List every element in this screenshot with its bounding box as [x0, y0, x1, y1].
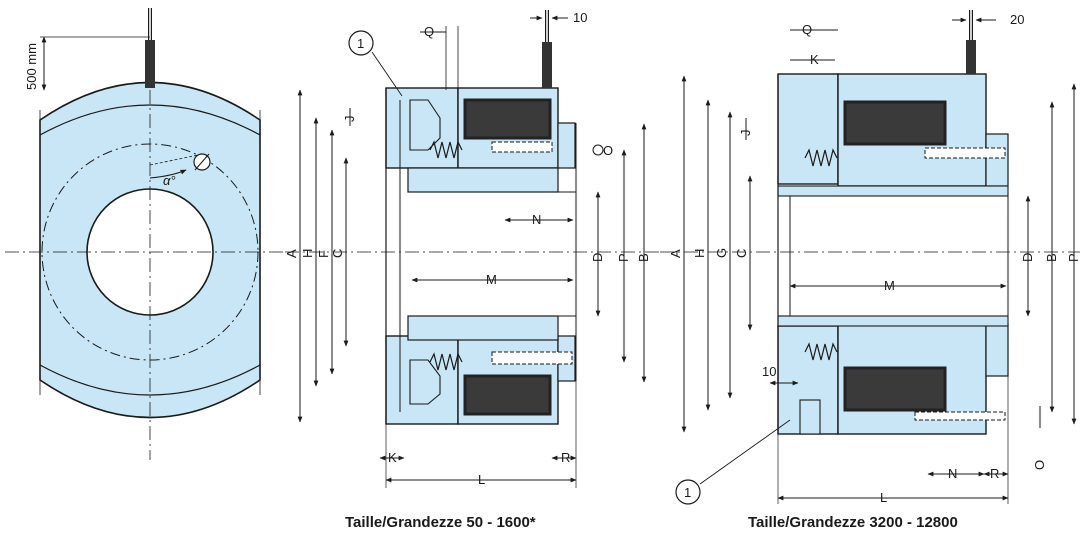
- large-caption: Taille/Grandezze 3200 - 12800: [748, 514, 958, 531]
- small-dim-J: J: [342, 116, 357, 123]
- small-dim-B: B: [636, 253, 651, 262]
- small-dim-O: O: [603, 143, 613, 158]
- large-flange-top: [777, 73, 839, 185]
- front-wire-sleeve: [145, 40, 155, 88]
- small-dim-R: R: [561, 450, 570, 465]
- front-body-inner-arc-bottom: [39, 364, 261, 396]
- small-dim-P: P: [616, 253, 631, 262]
- large-dim-K: K: [810, 52, 819, 67]
- large-dim-M: M: [884, 278, 895, 293]
- small-spring-bottom: [429, 352, 463, 371]
- large-coil-bottom: [843, 366, 947, 412]
- large-dim-P: P: [1066, 253, 1081, 262]
- small-coil-top: [463, 98, 552, 140]
- large-dim-B: B: [1044, 253, 1059, 262]
- large-dim-Q: Q: [802, 22, 812, 37]
- small-wire-offset-label: 10: [573, 10, 587, 25]
- small-dim-Q: Q: [424, 24, 434, 39]
- large-spring-bottom: [804, 342, 838, 361]
- large-dim-L: L: [880, 490, 887, 505]
- small-dim-K: K: [388, 450, 397, 465]
- small-caption: Taille/Grandezze 50 - 1600*: [345, 514, 536, 531]
- large-dim-N: N: [948, 466, 957, 481]
- large-callout-circle: [675, 479, 701, 505]
- angle-label: α°: [163, 173, 176, 188]
- svg-text:1: 1: [357, 36, 364, 51]
- large-dim-R: R: [990, 466, 999, 481]
- large-spring-top: [804, 148, 838, 167]
- small-dim-H: H: [300, 249, 315, 258]
- small-dim-D: D: [590, 253, 605, 262]
- large-flange-label: 10: [762, 364, 776, 379]
- large-coil-top: [843, 100, 947, 146]
- small-hub-top: [407, 167, 559, 193]
- lead-length-label: 500 mm: [24, 43, 39, 90]
- section-view-small: 10 1 Q A H F C J D P B O N M: [284, 10, 660, 531]
- small-dim-F: F: [316, 250, 331, 258]
- large-dim-A: A: [668, 249, 683, 258]
- large-dim-O: O: [1032, 460, 1047, 470]
- large-dim-G: G: [714, 248, 729, 258]
- svg-text:1: 1: [684, 485, 691, 500]
- front-view: 500 mm α°: [5, 8, 285, 460]
- small-dim-M: M: [486, 272, 497, 287]
- small-dim-A: A: [284, 249, 299, 258]
- large-dim-J: J: [738, 130, 753, 137]
- large-dim-C: C: [734, 249, 749, 258]
- large-dim-H: H: [692, 249, 707, 258]
- small-dim-C: C: [330, 249, 345, 258]
- large-dim-D: D: [1020, 253, 1035, 262]
- large-wire-offset-label: 20: [1010, 12, 1024, 27]
- small-dim-L: L: [478, 472, 485, 487]
- small-coil-bottom: [463, 374, 552, 416]
- small-hub-bottom: [407, 315, 559, 341]
- small-spring-top: [429, 140, 463, 159]
- small-callout-circle: [348, 30, 374, 56]
- front-body-inner-arc-top: [39, 104, 261, 136]
- section-view-large: 20 Q K A H G C J D B P M N R L O: [660, 10, 1081, 531]
- small-dim-N: N: [532, 212, 541, 227]
